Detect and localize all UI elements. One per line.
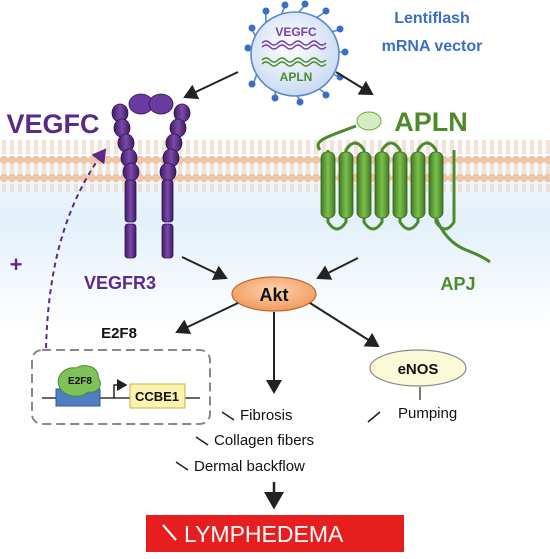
outcome-label: LYMPHEDEMA [184,521,344,547]
cell-membrane [0,140,550,192]
effect-markers [175,411,381,471]
vector-gene-vegfc: VEGFC [275,25,317,39]
arrow-vector-to-apln [335,71,374,96]
outcome-box [146,515,404,552]
transcription-arrow [113,379,128,398]
vegfc-mrna [261,40,327,46]
vector-gene-apln: APLN [280,70,313,84]
vegfr3-label: VEGFR3 [84,273,156,293]
e2f8-label: E2F8 [101,325,137,342]
arrow-apj-to-akt [316,257,359,280]
apj-label: APJ [440,274,475,294]
arrow-vector-to-vegfc [183,71,239,100]
vector-capsid [250,11,340,97]
ccbe1-gene [129,383,186,409]
effect-fibrosis: Fibrosis [240,407,293,424]
e2f8-protein [57,365,101,397]
lentiflash-vector: VEGFC APLN [244,0,349,106]
vegfc-label: VEGFC [6,109,99,139]
effect-collagen: Collagen fibers [214,432,314,449]
decrease-marker [162,524,177,541]
effect-pumping: Pumping [398,405,457,422]
effect-backflow: Dermal backflow [194,458,305,475]
apln-mrna [261,57,327,63]
apj-receptor [316,124,491,264]
vector-label-line1: Lentiflash [394,10,470,27]
feedback-arrow [45,148,107,349]
ccbe1-label: CCBE1 [135,389,179,404]
arrow-akt-to-enos [309,302,380,348]
gene-regulation-box [31,349,211,425]
e2f8-protein-label: E2F8 [68,376,92,387]
apln-label: APLN [394,107,468,137]
vegfr3-receptor [111,93,191,259]
feedback-plus: + [10,252,23,277]
enos-label: eNOS [398,361,439,378]
apln-ligand [356,111,382,131]
arrow-vegfr3-to-akt [181,256,228,281]
enos-node [369,349,467,387]
arrow-akt-to-e2f8 [175,302,239,335]
vector-label-line2: mRNA vector [382,38,483,55]
akt-label: Akt [259,285,288,305]
akt-node [231,276,317,312]
